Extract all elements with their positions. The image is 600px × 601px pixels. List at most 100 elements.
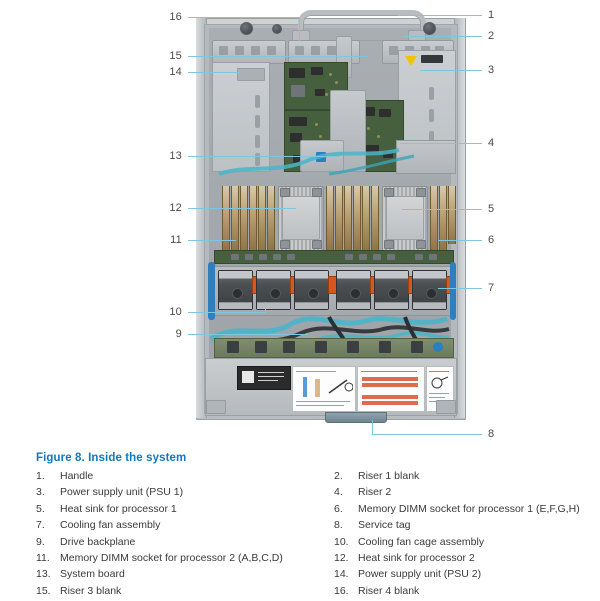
legend-item: 4. Riser 2 xyxy=(334,486,600,502)
fan-cage-handle-right xyxy=(450,262,456,320)
legend-item: 6. Memory DIMM socket for processor 1 (E… xyxy=(334,503,600,519)
legend-item: 1. Handle xyxy=(36,470,326,486)
callout-9: 9 xyxy=(175,328,182,340)
legend-item: 9. Drive backplane xyxy=(36,536,326,552)
legend-item-number: 4. xyxy=(334,486,343,499)
legend-column-left: 1. Handle 3. Power supply unit (PSU 1) 5… xyxy=(36,470,326,601)
thumbscrew-right xyxy=(423,22,436,35)
chassis-foot-left xyxy=(206,400,226,414)
callout-8: 8 xyxy=(488,428,495,440)
leader-8 xyxy=(372,434,482,435)
legend-item-number: 9. xyxy=(36,535,45,548)
legend-item: 8. Service tag xyxy=(334,519,600,535)
leader-3 xyxy=(420,70,482,71)
legend-item-text: Memory DIMM socket for processor 2 (A,B,… xyxy=(60,551,283,564)
callout-14: 14 xyxy=(169,66,182,78)
legend-item-text: Cooling fan cage assembly xyxy=(358,535,485,548)
leader-9 xyxy=(188,334,308,335)
legend-item-text: Heat sink for processor 2 xyxy=(358,551,475,564)
heat-sink-1-plate xyxy=(386,196,424,240)
leader-4 xyxy=(400,143,482,144)
callout-7: 7 xyxy=(488,282,495,294)
leader-2 xyxy=(404,36,482,37)
server-inside-diagram: 16 15 14 13 12 11 10 9 1 2 3 4 5 6 7 xyxy=(169,9,495,440)
legend-item: 10. Cooling fan cage assembly xyxy=(334,536,600,552)
legend-item-text: Service tag xyxy=(358,519,411,532)
legend-item: 5. Heat sink for processor 1 xyxy=(36,503,326,519)
legend-item-number: 3. xyxy=(36,486,45,499)
legend-item: 3. Power supply unit (PSU 1) xyxy=(36,486,326,502)
legend-item-text: Riser 4 blank xyxy=(358,584,420,597)
fan-cage-handle-left xyxy=(208,262,215,320)
legend-item-text: Power supply unit (PSU 2) xyxy=(358,568,482,581)
legend-item-number: 12. xyxy=(334,551,349,564)
legend-item-number: 7. xyxy=(36,519,45,532)
legend-item: 11. Memory DIMM socket for processor 2 (… xyxy=(36,552,326,568)
callout-1: 1 xyxy=(488,9,495,21)
callout-4: 4 xyxy=(488,137,495,149)
chassis-foot-right xyxy=(436,400,456,414)
legend-item-number: 13. xyxy=(36,568,51,581)
leader-6 xyxy=(438,240,482,241)
legend-item-text: Handle xyxy=(60,470,94,482)
leader-13 xyxy=(188,156,340,157)
leader-16-drop xyxy=(299,17,300,41)
legend-item: 2. Riser 1 blank xyxy=(334,470,600,486)
legend-item-number: 5. xyxy=(36,502,45,515)
service-info-sticker xyxy=(237,366,291,390)
legend-item: 14. Power supply unit (PSU 2) xyxy=(334,568,600,584)
callout-16: 16 xyxy=(169,11,182,23)
riser-3-blank xyxy=(212,40,286,64)
figure-caption: Figure 8. Inside the system xyxy=(36,452,187,464)
board-teal-cable xyxy=(218,148,415,176)
leader-12 xyxy=(188,208,296,209)
leader-10-rise xyxy=(265,302,266,312)
legend-item: 13. System board xyxy=(36,568,326,584)
legend-item-text: Power supply unit (PSU 1) xyxy=(60,486,184,499)
instruction-label-2 xyxy=(357,366,425,412)
board-strip-under-dimms xyxy=(214,250,454,264)
legend-item-text: System board xyxy=(60,568,125,581)
legend-column-right: 2. Riser 1 blank 4. Riser 2 6. Memory DI… xyxy=(334,470,600,601)
drive-backplane xyxy=(214,338,454,358)
cooling-fan-1 xyxy=(218,270,253,310)
leader-15 xyxy=(188,56,368,57)
legend-item-number: 11. xyxy=(36,551,50,564)
heat-sink-2-plate xyxy=(282,196,320,240)
cooling-fan-2 xyxy=(256,270,291,310)
legend-item-number: 6. xyxy=(334,502,343,515)
legend-item-number: 1. xyxy=(36,470,45,482)
thumbscrew-center xyxy=(272,24,282,34)
callout-3: 3 xyxy=(488,64,495,76)
leader-11 xyxy=(188,240,236,241)
service-tag xyxy=(325,412,387,423)
callout-5: 5 xyxy=(488,203,495,215)
legend-item-number: 14. xyxy=(334,568,349,581)
legend-item-text: Heat sink for processor 1 xyxy=(60,502,177,515)
legend-item-number: 8. xyxy=(334,519,343,532)
callout-2: 2 xyxy=(488,30,495,42)
cooling-fan-4 xyxy=(336,270,371,310)
legend-item: 12. Heat sink for processor 2 xyxy=(334,552,600,568)
callout-11: 11 xyxy=(170,234,182,246)
warning-triangle-icon xyxy=(405,56,417,66)
callout-6: 6 xyxy=(488,234,495,246)
cooling-fan-3 xyxy=(294,270,329,310)
legend-item-text: Riser 2 xyxy=(358,486,392,499)
legend-item-number: 16. xyxy=(334,584,349,597)
leader-14 xyxy=(188,72,240,73)
leader-8-rise xyxy=(372,420,373,434)
leader-10 xyxy=(188,312,266,313)
legend-item-text: Drive backplane xyxy=(60,535,136,548)
leader-16 xyxy=(188,17,300,18)
thumbscrew-left xyxy=(240,22,253,35)
legend-item-number: 15. xyxy=(36,584,51,597)
legend-item-text: Riser 1 blank xyxy=(358,470,420,482)
psu1-connector xyxy=(421,55,443,63)
power-supply-unit-2 xyxy=(212,62,270,172)
callout-15: 15 xyxy=(169,50,182,62)
callout-10: 10 xyxy=(169,306,182,318)
cooling-fan-5 xyxy=(374,270,409,310)
legend-item-number: 2. xyxy=(334,470,343,482)
psu2-label xyxy=(237,68,265,81)
